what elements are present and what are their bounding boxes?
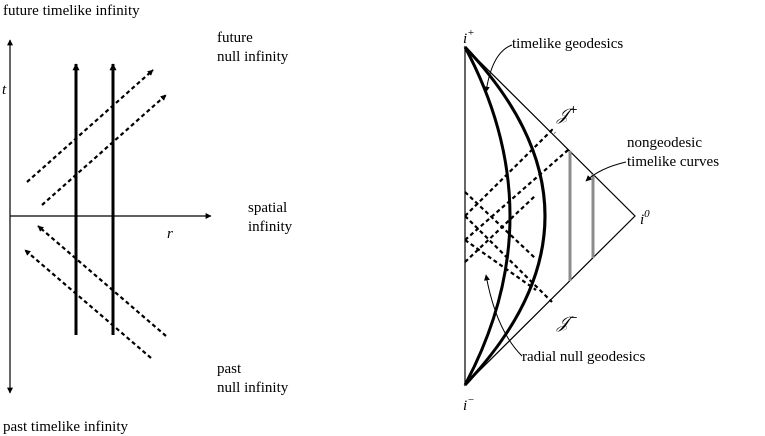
label-scri-minus: 𝒥− <box>556 311 578 333</box>
penrose-diagram: i+ i− i0 𝒥+ 𝒥− timelike geodesics nongeo… <box>463 27 719 414</box>
null-ray-past-upper <box>37 225 167 337</box>
radial-null-mid-2 <box>464 191 536 259</box>
pointer-nongeodesic <box>585 161 627 182</box>
radial-null-lower-in <box>464 215 553 303</box>
label-nongeodesic-line2: timelike curves <box>627 154 719 170</box>
minkowski-diagram: future timelike infinity future null inf… <box>2 3 293 435</box>
label-i-zero: i0 <box>640 208 650 228</box>
label-scri-plus: 𝒥+ <box>556 103 578 125</box>
radial-null-mid-1 <box>464 195 536 263</box>
pointer-radial-null <box>484 274 523 357</box>
label-radial-null-geodesics: radial null geodesics <box>522 349 645 365</box>
null-ray-past-lower <box>24 249 152 359</box>
label-past-timelike-infinity: past timelike infinity <box>3 419 128 435</box>
label-past-null-infinity-line1: past <box>217 361 242 377</box>
label-future-null-infinity-line2: null infinity <box>217 49 289 65</box>
label-future-null-infinity-line1: future <box>217 30 253 46</box>
label-spatial-infinity-line2: infinity <box>248 219 293 235</box>
radial-null-upper-out-2 <box>464 149 569 241</box>
radial-null-lower-in-2 <box>464 239 537 291</box>
label-past-null-infinity-line2: null infinity <box>217 380 289 396</box>
null-ray-future-lower <box>41 94 167 206</box>
label-future-timelike-infinity: future timelike infinity <box>3 3 140 19</box>
t-axis-label: t <box>2 82 7 98</box>
r-axis-label: r <box>167 226 173 242</box>
label-nongeodesic-line1: nongeodesic <box>627 135 702 151</box>
label-timelike-geodesics: timelike geodesics <box>512 36 623 52</box>
radial-null-upper-out <box>464 128 556 217</box>
label-i-plus: i+ <box>463 27 475 47</box>
label-i-minus: i− <box>463 394 475 414</box>
null-ray-future-upper <box>26 69 154 183</box>
pointer-timelike-geodesics <box>483 44 513 93</box>
timelike-geodesic-inner <box>463 46 512 386</box>
label-spatial-infinity-line1: spatial <box>248 200 287 216</box>
timelike-geodesic-outer <box>463 45 547 387</box>
